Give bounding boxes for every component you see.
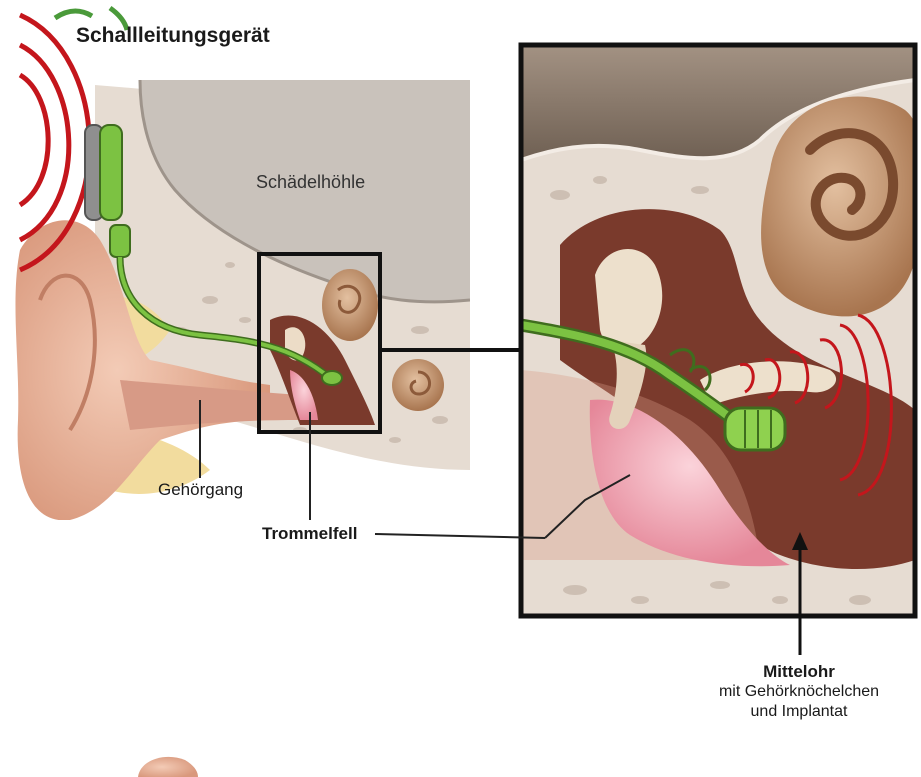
ear-fragment-bottom [138,757,198,777]
label-ear-canal: Gehörgang [158,480,243,500]
label-middle-ear: Mittelohr [680,662,918,682]
label-skull-cavity: Schädelhöhle [256,172,365,193]
label-middle-ear-line3: und Implantat [680,702,918,722]
zoomed-middle-ear [521,45,921,616]
label-middle-ear-block: Mittelohr mit Gehörknöchelchen und Impla… [680,662,918,722]
label-middle-ear-line2: mit Gehörknöchelchen [680,682,918,702]
label-eardrum: Trommelfell [262,524,357,544]
diagram-title: Schallleitungsgerät [76,24,270,48]
overview-illustration [15,15,470,520]
